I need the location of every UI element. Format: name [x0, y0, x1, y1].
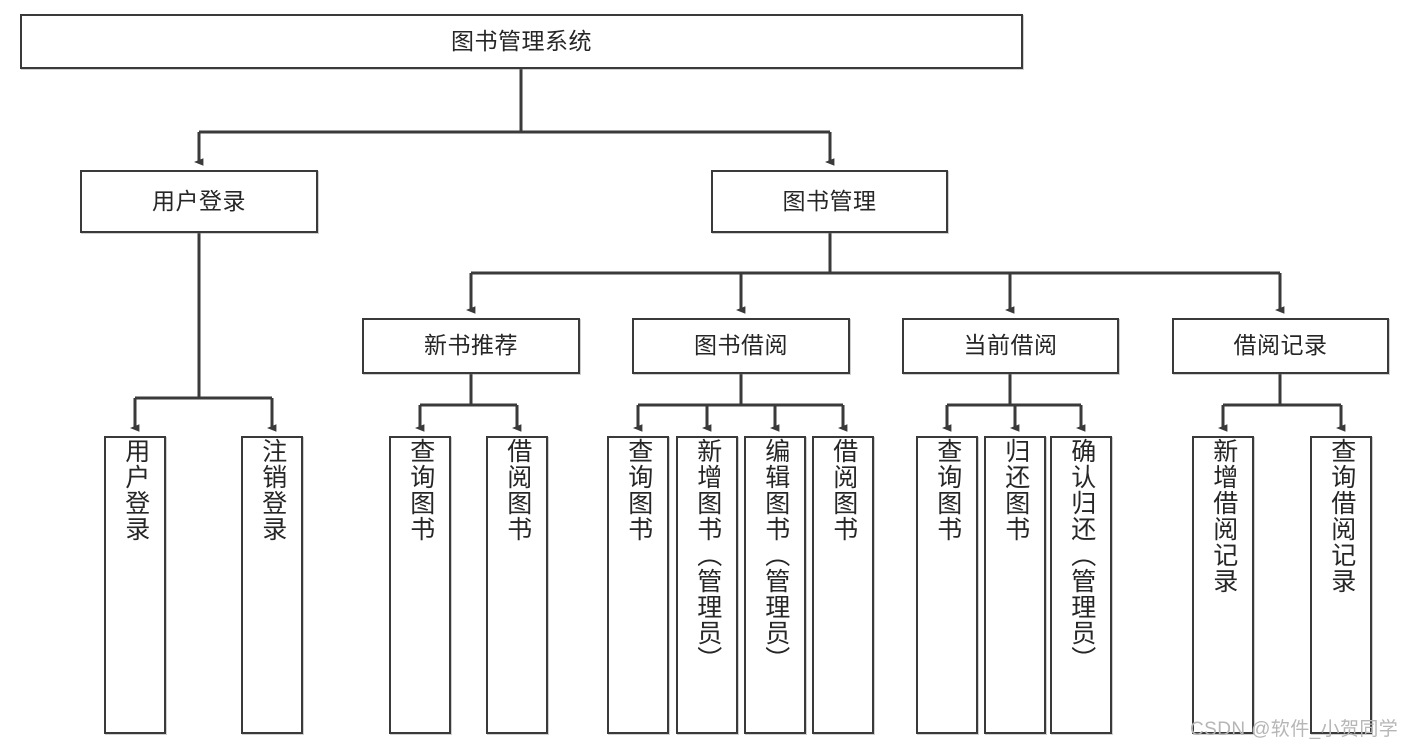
leaf-node-label: 新增借阅记录 [1209, 438, 1238, 594]
node-current-borrow[interactable]: 当前借阅 [902, 318, 1119, 374]
csdn-watermark: CSDN @软件_小贺同学 [1190, 719, 1399, 740]
leaf-node[interactable]: 查询借阅记录 [1310, 436, 1372, 734]
leaf-node[interactable]: 查询图书 [916, 436, 978, 734]
node-book-management[interactable]: 图书管理 [711, 170, 948, 233]
node-borrow-record-label: 借阅记录 [1233, 332, 1328, 359]
node-user-login[interactable]: 用户登录 [80, 170, 318, 233]
node-book-borrow[interactable]: 图书借阅 [632, 318, 850, 374]
leaf-node[interactable]: 用户登录 [104, 436, 166, 734]
leaf-node[interactable]: 查询图书 [389, 436, 451, 734]
node-borrow-record[interactable]: 借阅记录 [1172, 318, 1389, 374]
leaf-node[interactable]: 借阅图书 [486, 436, 548, 734]
node-current-borrow-label: 当前借阅 [963, 332, 1058, 359]
leaf-node[interactable]: 确认归还（管理员） [1050, 436, 1112, 734]
leaf-node-label: 查询借阅记录 [1327, 438, 1356, 594]
leaf-node[interactable]: 注销登录 [241, 436, 303, 734]
leaf-node-label: 用户登录 [121, 438, 150, 542]
leaf-node-label: 借阅图书 [829, 438, 858, 542]
node-user-login-label: 用户登录 [152, 187, 246, 214]
leaf-node-label: 查询图书 [624, 438, 653, 542]
leaf-node-label: 确认归还（管理员） [1067, 438, 1096, 672]
leaf-node[interactable]: 编辑图书（管理员） [744, 436, 806, 734]
leaf-node[interactable]: 新增图书（管理员） [676, 436, 738, 734]
node-book-management-label: 图书管理 [782, 187, 877, 214]
node-book-borrow-label: 图书借阅 [694, 332, 788, 359]
leaf-node-label: 注销登录 [258, 438, 287, 542]
leaf-node[interactable]: 查询图书 [607, 436, 669, 734]
leaf-node-label: 查询图书 [406, 438, 435, 542]
node-new-book-recommend-label: 新书推荐 [424, 332, 518, 359]
leaf-node-label: 借阅图书 [503, 438, 532, 542]
node-root[interactable]: 图书管理系统 [20, 14, 1023, 69]
leaf-node[interactable]: 归还图书 [984, 436, 1046, 734]
node-root-label: 图书管理系统 [451, 27, 592, 54]
leaf-node[interactable]: 新增借阅记录 [1192, 436, 1254, 734]
leaf-node-label: 归还图书 [1001, 438, 1030, 542]
leaf-node-label: 新增图书（管理员） [693, 438, 722, 672]
leaf-node-label: 查询图书 [933, 438, 962, 542]
leaf-node-label: 编辑图书（管理员） [761, 438, 790, 672]
leaf-node[interactable]: 借阅图书 [812, 436, 874, 734]
node-new-book-recommend[interactable]: 新书推荐 [362, 318, 580, 374]
